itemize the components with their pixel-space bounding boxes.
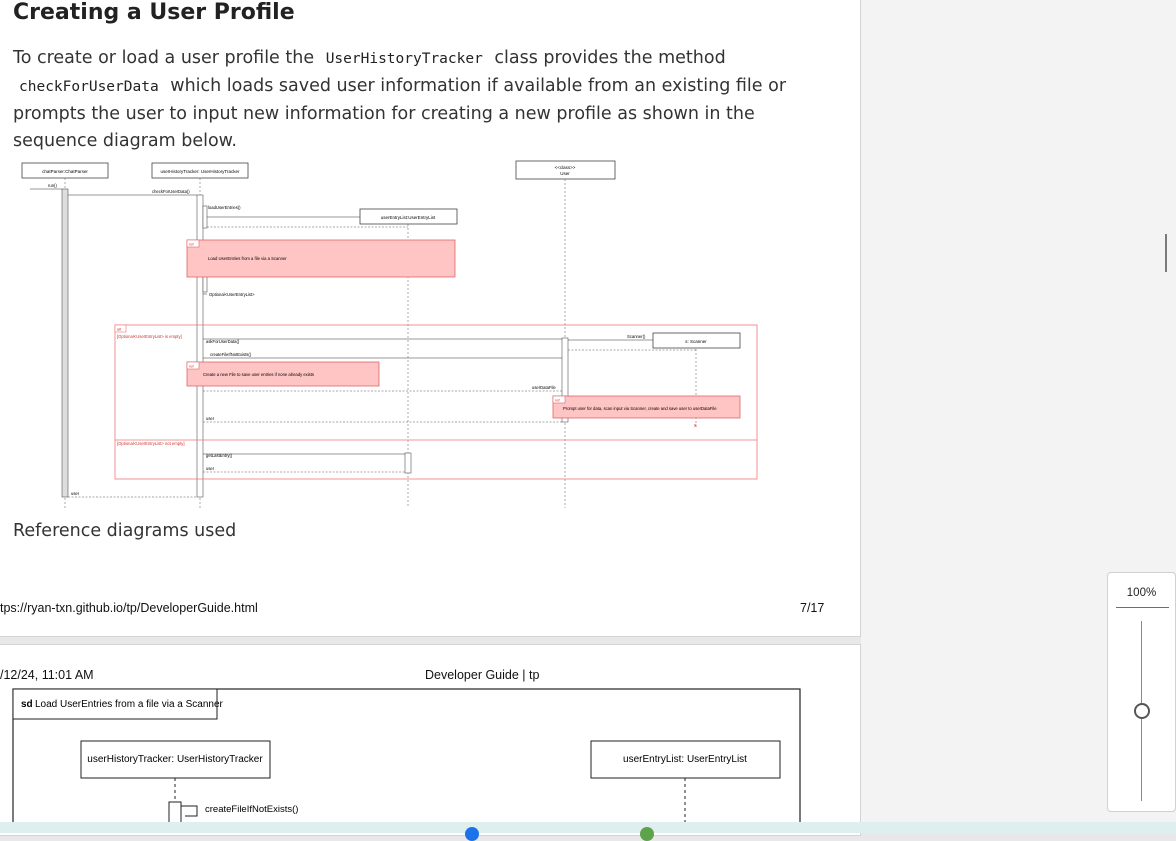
para-text-2: class provides the method xyxy=(494,48,726,68)
participant-entrylist-label: userEntryList:UserEntryList xyxy=(381,215,436,220)
ref-tag-1: ref xyxy=(189,242,195,247)
sd-participant-entrylist xyxy=(590,740,781,779)
code-check-for-user-data: checkForUserData xyxy=(19,79,159,95)
header-title: Developer Guide | tp xyxy=(425,668,540,682)
scrollbar-thumb[interactable] xyxy=(1165,234,1167,272)
taskbar xyxy=(0,822,1176,841)
msg-user-data-file: userDataFile xyxy=(532,385,556,390)
para-text-3: which loads saved user information if av… xyxy=(13,76,787,151)
pdf-page-8: /12/24, 11:01 AM Developer Guide | tp sd… xyxy=(0,645,860,835)
sd-frame-title: Load UserEntries from a file via a Scann… xyxy=(35,699,224,710)
participant-scanner-label: s: Scanner xyxy=(685,339,707,344)
section-heading: Creating a User Profile xyxy=(13,0,295,25)
msg-create-file: createFileIfNotExists() xyxy=(210,352,252,357)
ref-tag-2: ref xyxy=(189,364,195,369)
ref-create-file-label: Create a new File to save user entries i… xyxy=(203,372,314,377)
msg-ask-for-user-data: askForUserData() xyxy=(206,339,240,344)
pdf-page-7: Creating a User Profile To create or loa… xyxy=(0,0,860,636)
zoom-slider-thumb[interactable] xyxy=(1134,703,1150,719)
participant-chatparser-label: chatParser:ChatParser xyxy=(42,169,88,174)
taskbar-app-icon-blue[interactable] xyxy=(465,827,479,841)
description-paragraph: To create or load a user profile the Use… xyxy=(13,45,803,155)
ref-prompt-user xyxy=(552,395,741,419)
participant-scanner xyxy=(652,332,741,349)
scanner-destroy-mark: x xyxy=(694,423,697,429)
msg-user-return-1: user xyxy=(206,416,215,421)
participant-user-class xyxy=(515,160,616,180)
zoom-label-underline xyxy=(1116,607,1169,608)
ref-tag-3: ref xyxy=(555,398,561,403)
msg-get-last-entry: getLastEntry() xyxy=(206,453,233,458)
code-user-history-tracker: UserHistoryTracker xyxy=(325,51,483,67)
taskbar-app-icon-green[interactable] xyxy=(640,827,654,841)
sd-frame-keyword: sd xyxy=(21,699,33,710)
zoom-level-label: 100% xyxy=(1126,587,1157,599)
alt-tag: alt xyxy=(117,327,122,332)
footer-page-number: 7/17 xyxy=(800,601,825,615)
alt-guard-empty: [Optional<UserEntryList> is empty] xyxy=(117,334,182,339)
para-text-1: To create or load a user profile the xyxy=(13,48,315,68)
sd-msg-create-file: createFileIfNotExists() xyxy=(205,804,298,815)
sequence-diagram: chatParser:ChatParser userHistoryTracker… xyxy=(21,160,758,508)
alt-guard-not-empty: [Optional<UserEntryList> not empty] xyxy=(117,441,185,446)
msg-user-return-2: user xyxy=(206,466,215,471)
sd-participant-tracker-label: userHistoryTracker: UserHistoryTracker xyxy=(87,754,263,765)
msg-scanner-new: Scanner() xyxy=(627,334,646,339)
msg-load-user-entries: loadUserEntries() xyxy=(208,205,241,210)
footer-url: tps://ryan-txn.github.io/tp/DeveloperGui… xyxy=(0,601,258,615)
activation-tracker xyxy=(196,194,204,498)
zoom-panel: 100% xyxy=(1107,572,1176,812)
ref-load-entries-label: Load UserEntries from a file via a Scann… xyxy=(208,256,287,261)
ref-sequence-diagram: sd Load UserEntries from a file via a Sc… xyxy=(12,688,801,828)
sd-participant-tracker xyxy=(80,740,271,779)
alt-frame xyxy=(114,324,758,480)
ref-load-entries xyxy=(186,239,456,278)
activation-chatparser xyxy=(61,188,69,498)
reference-diagrams-heading: Reference diagrams used xyxy=(13,521,237,541)
ref-prompt-user-label: Prompt user for data, scan input via Sca… xyxy=(563,406,717,411)
msg-check-for-user-data: checkForUserData() xyxy=(152,189,190,194)
participant-tracker-label: userHistoryTracker: UserHistoryTracker xyxy=(161,169,240,174)
msg-user-return-3: user xyxy=(71,491,80,496)
user-class-stereotype: <<class>> xyxy=(555,165,576,170)
sd-participant-entrylist-label: userEntryList: UserEntryList xyxy=(623,754,747,765)
msg-optional-return: Optional<UserEntryList> xyxy=(209,292,255,297)
msg-run: run() xyxy=(48,183,57,188)
header-date: /12/24, 11:01 AM xyxy=(0,668,94,682)
user-class-label: User xyxy=(560,171,570,176)
sd-frame xyxy=(12,688,801,828)
ref-create-file xyxy=(186,361,380,387)
participant-entrylist xyxy=(359,208,458,225)
